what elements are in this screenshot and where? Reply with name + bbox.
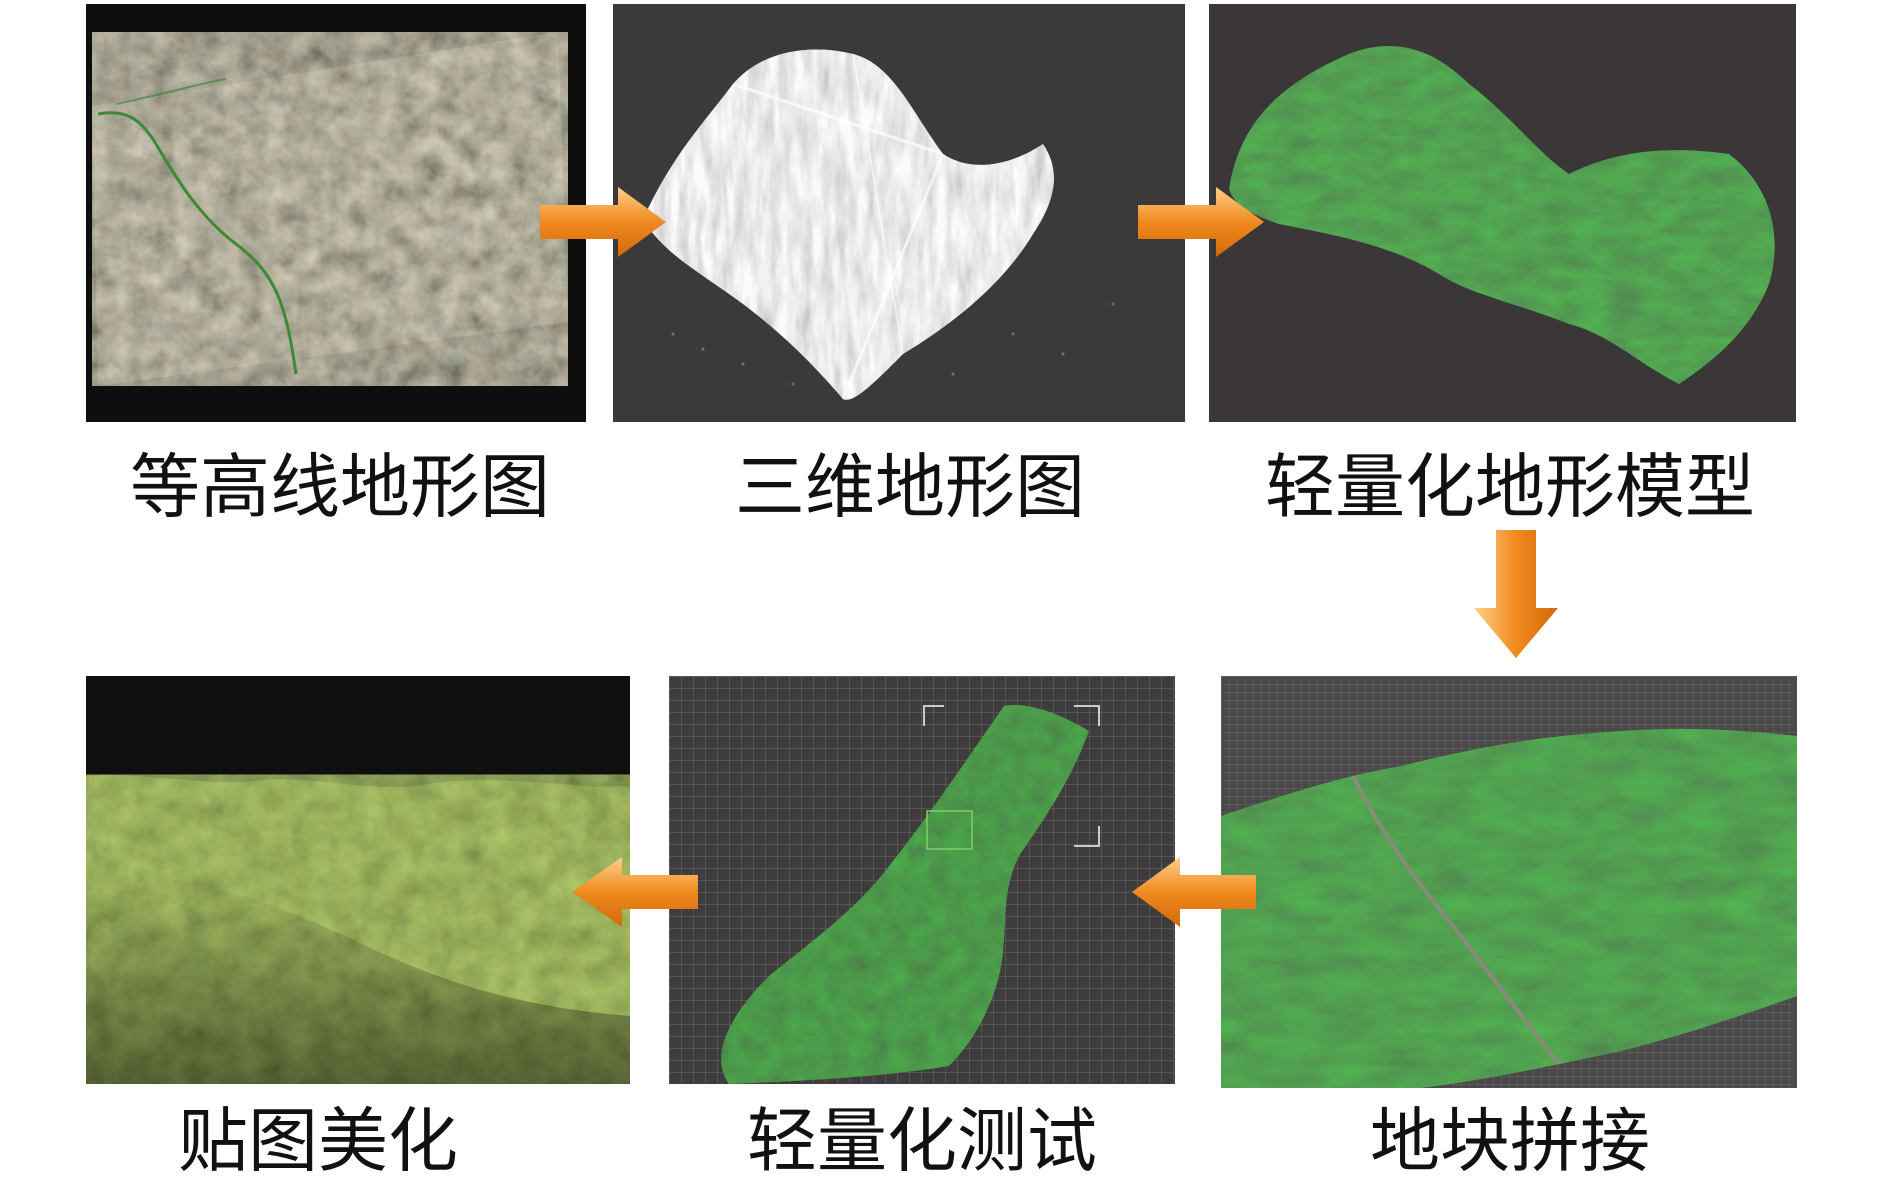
textured-terrain-image: [86, 676, 630, 1084]
orange-arrow-icon: [1474, 530, 1558, 658]
3d-terrain-map-image: [613, 4, 1185, 422]
caption-lightweight-test: 轻量化测试: [747, 1100, 1097, 1182]
terrain-tile-splicing-image: [1221, 676, 1797, 1088]
caption-tile-splicing: 地块拼接: [1370, 1100, 1650, 1182]
caption-texture-beautification: 贴图美化: [178, 1100, 458, 1182]
orange-arrow-icon: [1132, 857, 1256, 927]
lightweight-terrain-model-image: [1209, 4, 1796, 422]
caption-lightweight-terrain-model: 轻量化地形模型: [1265, 446, 1755, 528]
orange-arrow-icon: [1138, 187, 1264, 257]
orange-arrow-icon: [540, 187, 666, 257]
caption-3d-terrain-map: 三维地形图: [735, 446, 1085, 528]
caption-contour-terrain-map: 等高线地形图: [130, 446, 550, 528]
lightweight-test-image: [669, 676, 1175, 1084]
contour-terrain-map-image: [86, 4, 586, 422]
orange-arrow-icon: [572, 857, 698, 927]
